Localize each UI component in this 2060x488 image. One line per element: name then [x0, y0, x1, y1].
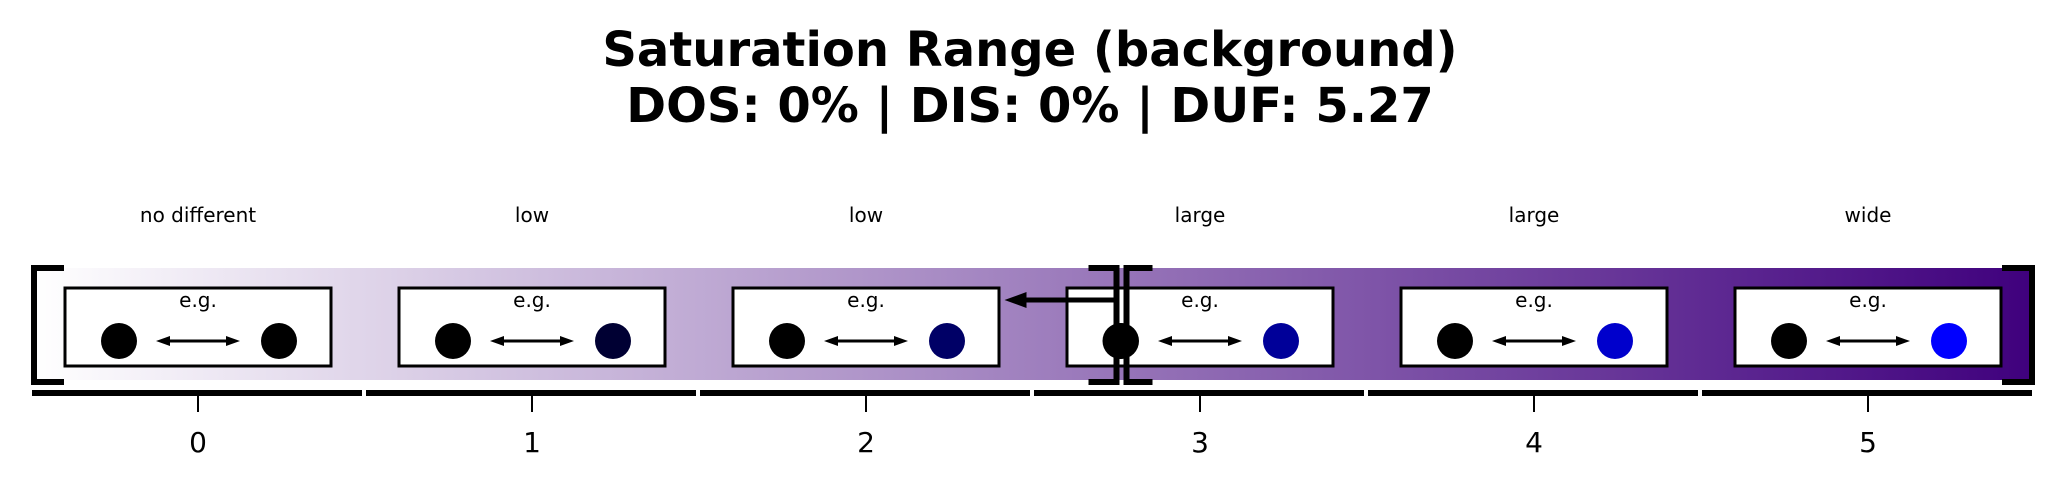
left-color-dot — [769, 323, 805, 359]
title-line-1: Saturation Range (background) — [602, 22, 1458, 78]
right-color-dot — [1597, 323, 1633, 359]
marker-dot — [1102, 323, 1139, 359]
arrow-head-right — [1562, 336, 1576, 346]
right-color-dot — [1263, 323, 1299, 359]
example-label: e.g. — [1181, 288, 1219, 312]
example-label: e.g. — [1515, 288, 1553, 312]
tick-label: 5 — [1859, 426, 1877, 459]
arrow-head-right — [894, 336, 908, 346]
level-group: large e.g. 4 — [1368, 203, 1698, 459]
right-color-dot — [595, 323, 631, 359]
level-group: low e.g. 2 — [700, 203, 1030, 459]
level-label: wide — [1845, 203, 1892, 227]
marker-arrow-head — [1004, 292, 1027, 308]
right-color-dot — [929, 323, 965, 359]
example-label: e.g. — [179, 288, 217, 312]
left-color-dot — [101, 323, 137, 359]
saturation-gradient-bar — [33, 268, 2035, 380]
arrow-head-right — [1896, 336, 1910, 346]
level-group: wide e.g. 5 — [1702, 203, 2032, 459]
arrow-head-left — [1492, 336, 1506, 346]
level-group: low e.g. 1 — [366, 203, 696, 459]
arrow-head-left — [1826, 336, 1840, 346]
left-color-dot — [1437, 323, 1473, 359]
left-color-dot — [435, 323, 471, 359]
arrow-head-left — [824, 336, 838, 346]
right-color-dot — [1931, 323, 1967, 359]
level-group: no different e.g. 0 — [32, 203, 362, 459]
tick-label: 3 — [1191, 426, 1209, 459]
range-bracket-right — [2002, 265, 2035, 385]
level-label: no different — [140, 203, 256, 227]
example-label: e.g. — [1849, 288, 1887, 312]
title-line-2: DOS: 0% | DIS: 0% | DUF: 5.27 — [626, 78, 1434, 134]
level-label: low — [849, 203, 883, 227]
tick-label: 0 — [189, 426, 207, 459]
arrow-head-right — [226, 336, 240, 346]
level-group: large e.g. 3 — [1034, 203, 1364, 459]
tick-label: 2 — [857, 426, 875, 459]
example-label: e.g. — [847, 288, 885, 312]
figure-title: Saturation Range (background) DOS: 0% | … — [0, 22, 2060, 134]
arrow-head-left — [1158, 336, 1172, 346]
arrow-head-right — [1228, 336, 1242, 346]
level-label: large — [1509, 203, 1560, 227]
range-bracket-left — [31, 265, 64, 385]
left-color-dot — [1771, 323, 1807, 359]
tick-label: 1 — [523, 426, 541, 459]
example-label: e.g. — [513, 288, 551, 312]
arrow-head-left — [156, 336, 170, 346]
arrow-head-right — [560, 336, 574, 346]
level-label: low — [515, 203, 549, 227]
level-label: large — [1175, 203, 1226, 227]
arrow-head-left — [490, 336, 504, 346]
tick-label: 4 — [1525, 426, 1543, 459]
right-color-dot — [261, 323, 297, 359]
